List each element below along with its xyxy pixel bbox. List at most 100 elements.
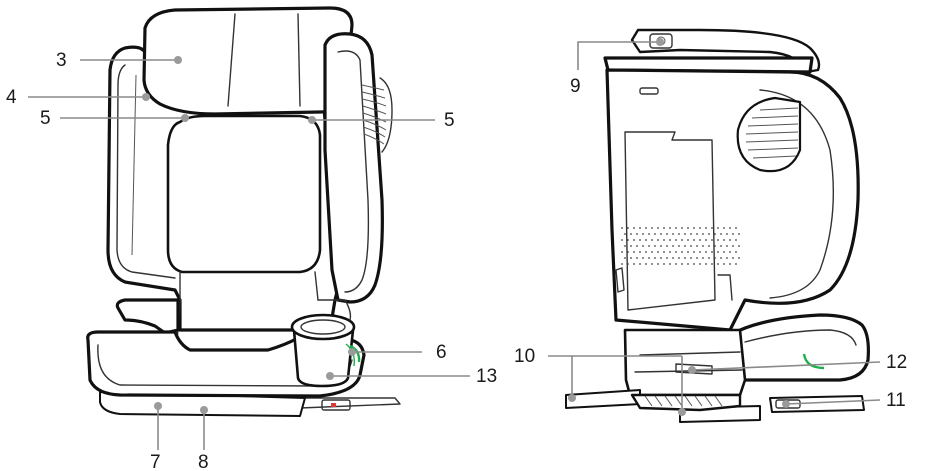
- vent-hole: [627, 263, 629, 265]
- vent-hole: [705, 263, 707, 265]
- vent-hole: [630, 245, 632, 247]
- vent-hole: [639, 263, 641, 265]
- vent-hole: [717, 251, 719, 253]
- vent-hole: [645, 263, 647, 265]
- base-grooves: [644, 395, 723, 407]
- vent-hole: [696, 257, 698, 259]
- vent-hole: [693, 227, 695, 229]
- vent-hole: [729, 239, 731, 241]
- svg-text:12: 12: [886, 352, 907, 373]
- vent-hole: [678, 233, 680, 235]
- callouts: 3 4 5 5 6 13: [6, 38, 907, 471]
- vent-hole: [639, 251, 641, 253]
- vent-hole: [621, 251, 623, 253]
- vent-hole: [666, 245, 668, 247]
- vent-hole: [687, 251, 689, 253]
- vent-hole: [735, 251, 737, 253]
- vent-hole: [714, 257, 716, 259]
- seat-back-cushion: [166, 114, 322, 274]
- vent-hole: [660, 245, 662, 247]
- vent-hole: [717, 227, 719, 229]
- vent-hole: [642, 233, 644, 235]
- vent-hole: [642, 257, 644, 259]
- vent-hole: [681, 239, 683, 241]
- vent-hole: [684, 233, 686, 235]
- vent-hole: [663, 227, 665, 229]
- vent-hole: [642, 245, 644, 247]
- vent-hole: [687, 263, 689, 265]
- vent-hole: [693, 263, 695, 265]
- isofix-release-button: [321, 399, 351, 411]
- vent-hole: [654, 245, 656, 247]
- vent-hole: [720, 257, 722, 259]
- vent-hole: [732, 257, 734, 259]
- vent-hole: [669, 251, 671, 253]
- vent-hole: [639, 227, 641, 229]
- headrest-side: [603, 56, 814, 74]
- vent-hole: [708, 257, 710, 259]
- vent-hole: [684, 245, 686, 247]
- backrest-inner-line: [116, 64, 176, 279]
- vent-hole: [735, 227, 737, 229]
- vent-hole: [687, 239, 689, 241]
- callout-10: 10: [514, 346, 686, 416]
- height-slider: [675, 363, 713, 375]
- vent-hole: [621, 227, 623, 229]
- side-lower-cushion: [728, 313, 870, 382]
- vent-hole: [639, 239, 641, 241]
- vent-hole: [717, 263, 719, 265]
- callout-11: 11: [782, 390, 906, 411]
- callout-5-right: 5: [308, 110, 455, 131]
- vent-hole: [666, 257, 668, 259]
- svg-text:5: 5: [444, 110, 455, 131]
- vent-hole: [651, 227, 653, 229]
- vent-hole: [669, 263, 671, 265]
- svg-text:3: 3: [56, 50, 67, 71]
- vent-hole: [675, 263, 677, 265]
- vent-hole: [660, 233, 662, 235]
- svg-text:8: 8: [198, 452, 209, 471]
- side-silhouette: [605, 68, 860, 332]
- seat-side-view: [565, 28, 870, 423]
- vent-hole: [714, 245, 716, 247]
- vent-hole: [675, 227, 677, 229]
- vent-hole: [657, 251, 659, 253]
- vent-hole: [669, 239, 671, 241]
- callout-5-left: 5: [40, 108, 189, 129]
- vent-hole: [717, 239, 719, 241]
- vent-hole: [708, 233, 710, 235]
- vent-hole: [693, 239, 695, 241]
- vent-hole: [708, 245, 710, 247]
- cup-holder: [290, 313, 361, 388]
- callout-7: 7: [150, 402, 162, 471]
- vent-hole: [633, 251, 635, 253]
- side-wing-right: [323, 32, 384, 304]
- vent-hole: [681, 263, 683, 265]
- callout-12: 12: [688, 352, 907, 374]
- vent-hole: [735, 263, 737, 265]
- seat-front-view: [86, 6, 401, 417]
- vent-hole: [672, 245, 674, 247]
- vent-hole: [711, 263, 713, 265]
- vent-hole: [702, 233, 704, 235]
- vent-hole: [681, 227, 683, 229]
- callout-3: 3: [56, 50, 182, 71]
- vent-hole: [633, 263, 635, 265]
- vent-hole: [624, 245, 626, 247]
- callout-6: 6: [348, 342, 447, 363]
- vent-hole: [651, 263, 653, 265]
- vent-hole: [738, 257, 740, 259]
- vent-hole: [720, 233, 722, 235]
- vent-hole: [654, 233, 656, 235]
- vent-hole: [696, 233, 698, 235]
- vent-hole: [723, 227, 725, 229]
- vent-hole: [723, 263, 725, 265]
- vent-hole: [702, 257, 704, 259]
- vent-hole: [732, 245, 734, 247]
- callout-13: 13: [326, 366, 497, 387]
- isofix-arm-rear: [565, 389, 641, 409]
- rear-panel: [624, 131, 716, 311]
- vent-hole: [663, 251, 665, 253]
- vent-hole: [723, 239, 725, 241]
- vent-hole: [630, 257, 632, 259]
